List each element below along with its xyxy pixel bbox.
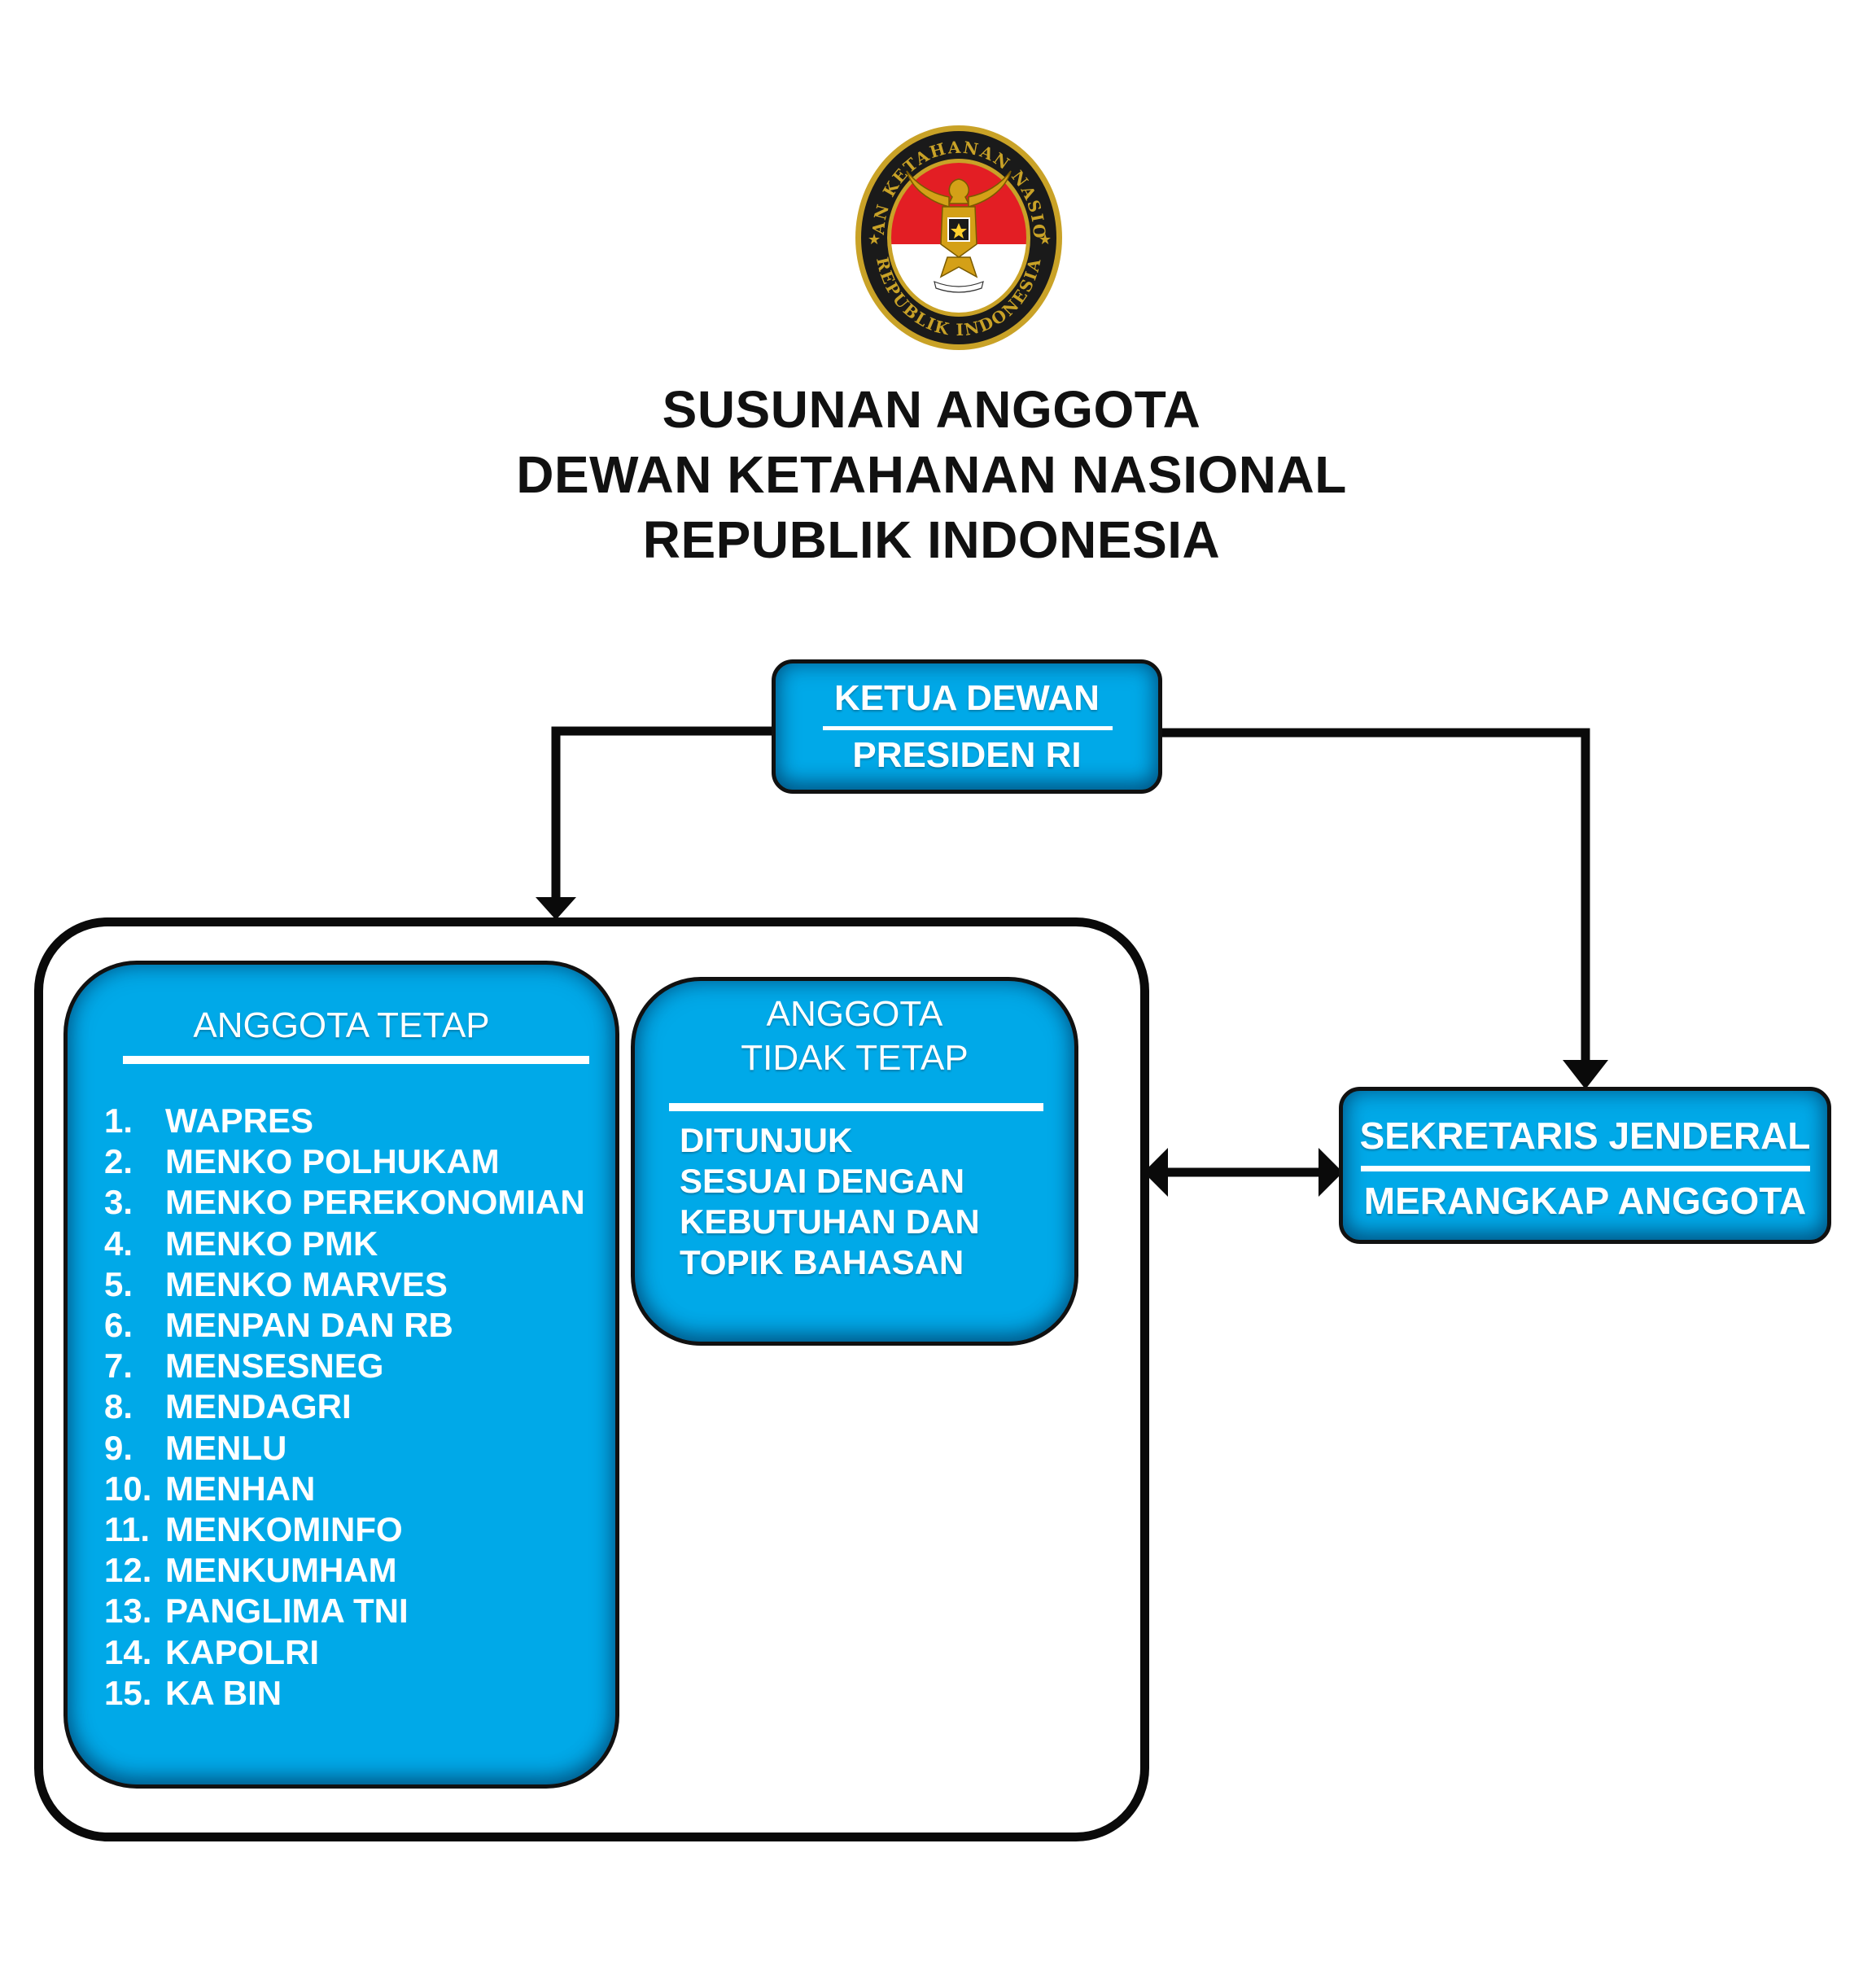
page-title-line-2: DEWAN KETAHANAN NASIONAL xyxy=(516,445,1347,504)
member-name: KAPOLRI xyxy=(165,1632,319,1671)
member-number: 3. xyxy=(104,1183,133,1222)
garuda-emblem-icon: DEWAN KETAHANAN NASIONAL REPUBLIK INDONE… xyxy=(842,107,1062,350)
list-item: 6. MENPAN DAN RB xyxy=(104,1306,453,1345)
connector-ketua-to-members xyxy=(551,726,773,900)
member-name: MENPAN DAN RB xyxy=(165,1306,453,1344)
list-item: 10. MENHAN xyxy=(104,1469,315,1509)
ketua-subtitle: PRESIDEN RI xyxy=(852,735,1082,775)
list-item: 1. WAPRES xyxy=(104,1101,313,1141)
arrowhead-left xyxy=(1144,1148,1168,1197)
anggota-tetap-divider xyxy=(123,1056,589,1064)
tidak-tetap-body-1: DITUNJUK xyxy=(680,1121,853,1159)
member-number: 2. xyxy=(104,1142,133,1181)
member-number: 4. xyxy=(104,1224,133,1263)
member-name: MENKO PEREKONOMIAN xyxy=(165,1183,585,1222)
list-item: 2. MENKO POLHUKAM xyxy=(104,1142,500,1181)
member-name: WAPRES xyxy=(165,1101,314,1140)
sekjen-divider xyxy=(1361,1166,1810,1171)
ketua-dewan-box: KETUA DEWAN PRESIDEN RI xyxy=(772,659,1162,794)
page-title-line-1: SUSUNAN ANGGOTA xyxy=(662,380,1201,439)
anggota-tetap-heading: ANGGOTA TETAP xyxy=(193,1005,490,1045)
member-number: 7. xyxy=(104,1346,133,1386)
arrowhead-right xyxy=(1319,1148,1343,1197)
tidak-tetap-body-4: TOPIK BAHASAN xyxy=(680,1243,964,1281)
member-name: MENKO POLHUKAM xyxy=(165,1142,500,1181)
list-item: 3. MENKO PEREKONOMIAN xyxy=(104,1183,585,1222)
member-number: 6. xyxy=(104,1306,133,1344)
tidak-tetap-heading-line-2: TIDAK TETAP xyxy=(741,1038,969,1078)
anggota-tidak-tetap-box: ANGGOTA TIDAK TETAP DITUNJUK SESUAI DENG… xyxy=(631,977,1078,1346)
tidak-tetap-body-3: KEBUTUHAN DAN xyxy=(680,1202,980,1241)
member-number: 11. xyxy=(104,1510,151,1548)
member-name: MENLU xyxy=(165,1428,287,1467)
tidak-tetap-divider xyxy=(669,1103,1043,1111)
sekjen-box: SEKRETARIS JENDERAL MERANGKAP ANGGOTA xyxy=(1339,1087,1831,1244)
member-number: 10. xyxy=(104,1469,152,1508)
member-list: 1. WAPRES 2. MENKO POLHUKAM 3. MENKO PEREKONO… xyxy=(68,965,615,1784)
member-name: MENDAGRI xyxy=(165,1387,352,1426)
member-name: PANGLIMA TNI xyxy=(165,1592,409,1631)
list-item: 11. MENKOMINFO xyxy=(104,1510,403,1549)
ketua-divider xyxy=(823,726,1113,730)
list-item: 4. MENKO PMK xyxy=(104,1224,378,1263)
tidak-tetap-heading-line-1: ANGGOTA xyxy=(766,994,943,1034)
sekjen-subtitle: MERANGKAP ANGGOTA xyxy=(1363,1180,1807,1222)
svg-text:★: ★ xyxy=(868,231,881,247)
member-number: 15. xyxy=(104,1673,152,1712)
member-number: 13. xyxy=(104,1592,152,1631)
member-name: MENHAN xyxy=(165,1469,316,1508)
list-item: 13. PANGLIMA TNI xyxy=(104,1592,409,1631)
member-number: 5. xyxy=(104,1264,133,1303)
sekjen-heading: SEKRETARIS JENDERAL xyxy=(1359,1114,1811,1157)
member-name: MENKO MARVES xyxy=(165,1264,448,1303)
list-item: 7. MENSESNEG xyxy=(104,1346,383,1386)
member-number: 8. xyxy=(104,1387,133,1426)
svg-text:★: ★ xyxy=(1039,231,1052,247)
list-item: 14. KAPOLRI xyxy=(104,1633,319,1672)
list-item: 5. MENKO MARVES xyxy=(104,1265,448,1304)
connector-ketua-to-sekjen xyxy=(1160,728,1590,1062)
member-name: MENKUMHAM xyxy=(165,1551,397,1590)
member-name: MENKOMINFO xyxy=(165,1510,403,1548)
arrowhead-members xyxy=(536,897,576,920)
member-name: KA BIN xyxy=(165,1673,282,1712)
emblem: DEWAN KETAHANAN NASIONAL REPUBLIK INDONE… xyxy=(842,107,1065,354)
list-item: 9. MENLU xyxy=(104,1429,286,1468)
list-item: 15. KA BIN xyxy=(104,1674,282,1713)
member-number: 14. xyxy=(104,1632,152,1671)
member-number: 1. xyxy=(104,1101,133,1140)
member-number: 12. xyxy=(104,1551,152,1590)
member-name: MENKO PMK xyxy=(165,1224,378,1263)
tidak-tetap-body-2: SESUAI DENGAN xyxy=(680,1162,965,1200)
page-title-line-3: REPUBLIK INDONESIA xyxy=(642,510,1221,569)
ketua-heading: KETUA DEWAN xyxy=(834,678,1100,718)
list-item: 12. MENKUMHAM xyxy=(104,1551,397,1590)
member-name: MENSESNEG xyxy=(165,1346,384,1386)
member-number: 9. xyxy=(104,1428,133,1467)
list-item: 8. MENDAGRI xyxy=(104,1387,352,1426)
arrowhead-sekjen xyxy=(1563,1060,1608,1089)
